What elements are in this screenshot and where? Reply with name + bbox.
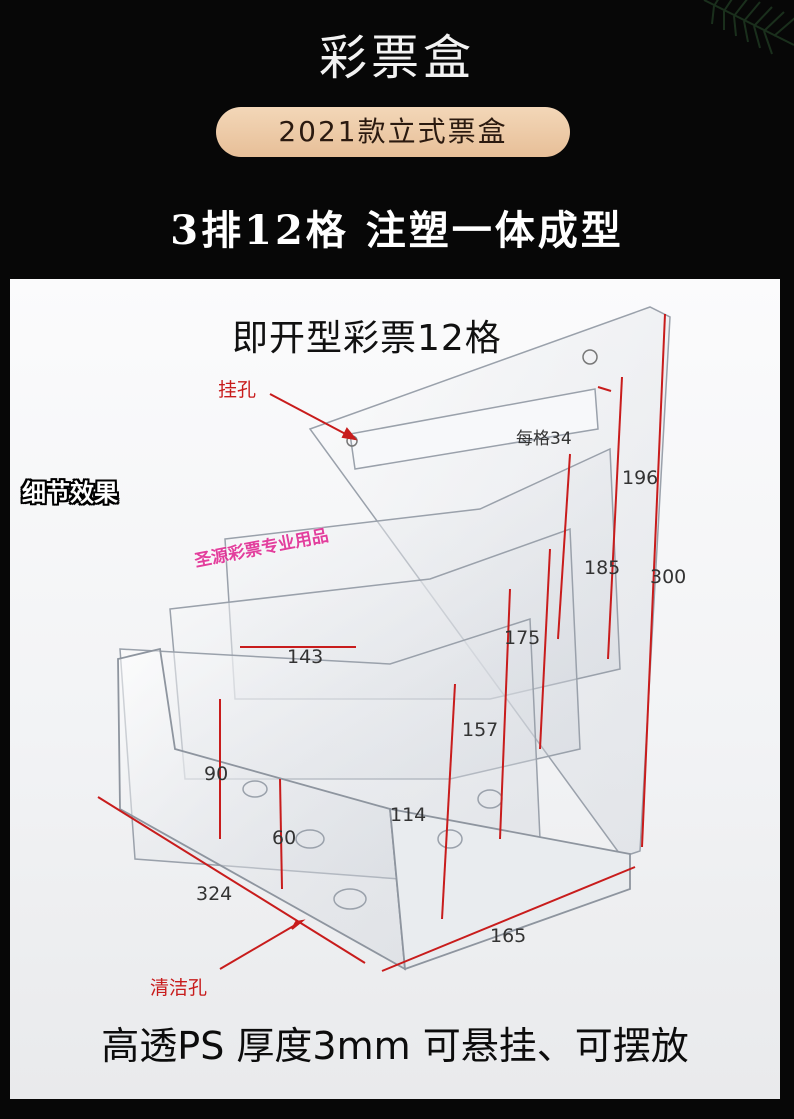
material-spec: 高透PS 厚度3mm 可悬挂、可摆放	[101, 1024, 689, 1068]
dimension-324: 324	[196, 883, 233, 905]
front-panel	[117, 647, 631, 971]
dimension-lines	[97, 313, 666, 972]
dimension-300: 300	[650, 566, 687, 588]
product-photo: 即开型彩票12格 挂孔 细节效果 圣源彩票专业用品 每格34 196 300 1…	[10, 279, 780, 1099]
dimension-196: 196	[622, 467, 659, 489]
ticket-box-illustration	[97, 306, 671, 972]
dimension-175: 175	[504, 627, 541, 649]
page-title: 彩票盒	[318, 30, 475, 86]
photo-title: 即开型彩票12格	[232, 318, 502, 359]
dimension-185: 185	[584, 557, 621, 579]
dimension-165: 165	[490, 925, 527, 947]
dimension-143: 143	[287, 646, 324, 668]
pine-leaf-decoration	[703, 0, 794, 55]
hang-hole-right	[582, 349, 598, 365]
hang-hole-label: 挂孔	[218, 379, 257, 401]
tagline: 3排12格 注塑一体成型	[170, 207, 624, 254]
dimension-157: 157	[462, 719, 499, 741]
dimension-60: 60	[272, 827, 297, 849]
model-badge: 2021款立式票盒	[216, 107, 570, 157]
per-slot-width-label: 每格34	[516, 429, 572, 449]
dimension-90: 90	[204, 763, 229, 785]
detail-label: 细节效果	[22, 479, 118, 507]
cleaning-hole-label: 清洁孔	[150, 977, 208, 999]
dimension-114: 114	[390, 804, 427, 826]
